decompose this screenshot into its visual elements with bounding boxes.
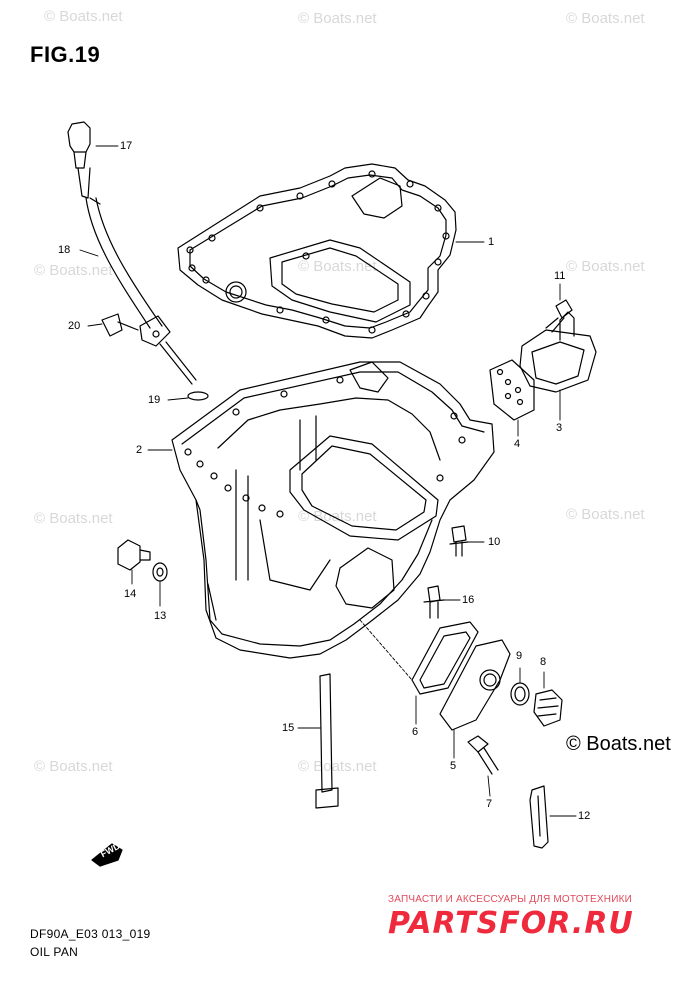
callout-11: 11 [554,270,566,282]
callout-3: 3 [556,422,563,434]
banner-tagline: ЗАПЧАСТИ И АКСЕССУАРЫ ДЛЯ МОТОТЕХНИКИ [388,894,633,905]
o-ring-9 [510,682,530,706]
callout-19: 19 [148,394,161,406]
bolt-10 [449,525,469,557]
callout-7: 7 [486,798,493,810]
fwd-arrow-icon [91,843,123,867]
drain-plug-14 [117,539,151,571]
watermark: © Boats.net [298,508,377,525]
model-code: DF90A_E03 013_019 [30,927,151,941]
oil-pan-part [171,361,495,659]
watermark: © Boats.net [34,758,113,775]
callout-2: 2 [136,444,143,456]
watermark: © Boats.net [298,258,377,275]
bolt-11 [545,299,573,333]
callout-5: 5 [450,760,457,772]
callout-13: 13 [154,610,167,622]
plug-8 [533,689,563,727]
gasket-6 [411,621,479,695]
callout-10: 10 [488,536,501,548]
long-bolt-15 [315,673,339,809]
bolt-7 [467,735,499,775]
cover-5 [439,639,511,731]
clip-12 [529,785,549,849]
watermark: © Boats.net [44,8,123,25]
watermark: © Boats.net [34,510,113,527]
watermark: © Boats.net [566,506,645,523]
part-group-name: OIL PAN [30,945,79,959]
callout-12: 12 [578,810,591,822]
bolt-16 [423,585,445,619]
callout-8: 8 [540,656,547,668]
callout-18: 18 [58,244,71,256]
callout-9: 9 [516,650,523,662]
callout-14: 14 [124,588,137,600]
callout-6: 6 [412,726,419,738]
watermark: © Boats.net [298,758,377,775]
callout-1: 1 [488,236,495,248]
watermark: © Boats.net [566,10,645,27]
figure-title: FIG.19 [30,42,101,67]
watermark: © Boats.net [566,258,645,275]
callout-20: 20 [68,320,81,332]
watermark: © Boats.net [34,262,113,279]
callout-15: 15 [282,722,295,734]
gasket-part [177,163,457,339]
callout-16: 16 [462,594,475,606]
dipstick-part [67,121,209,401]
banner-logo: PARTSFOR.RU [388,906,634,941]
watermark-prominent: © Boats.net [566,733,671,755]
callout-4: 4 [514,438,521,450]
washer-13 [152,562,168,582]
callout-17: 17 [120,140,133,152]
strainer-part [489,311,597,421]
watermark: © Boats.net [298,10,377,27]
